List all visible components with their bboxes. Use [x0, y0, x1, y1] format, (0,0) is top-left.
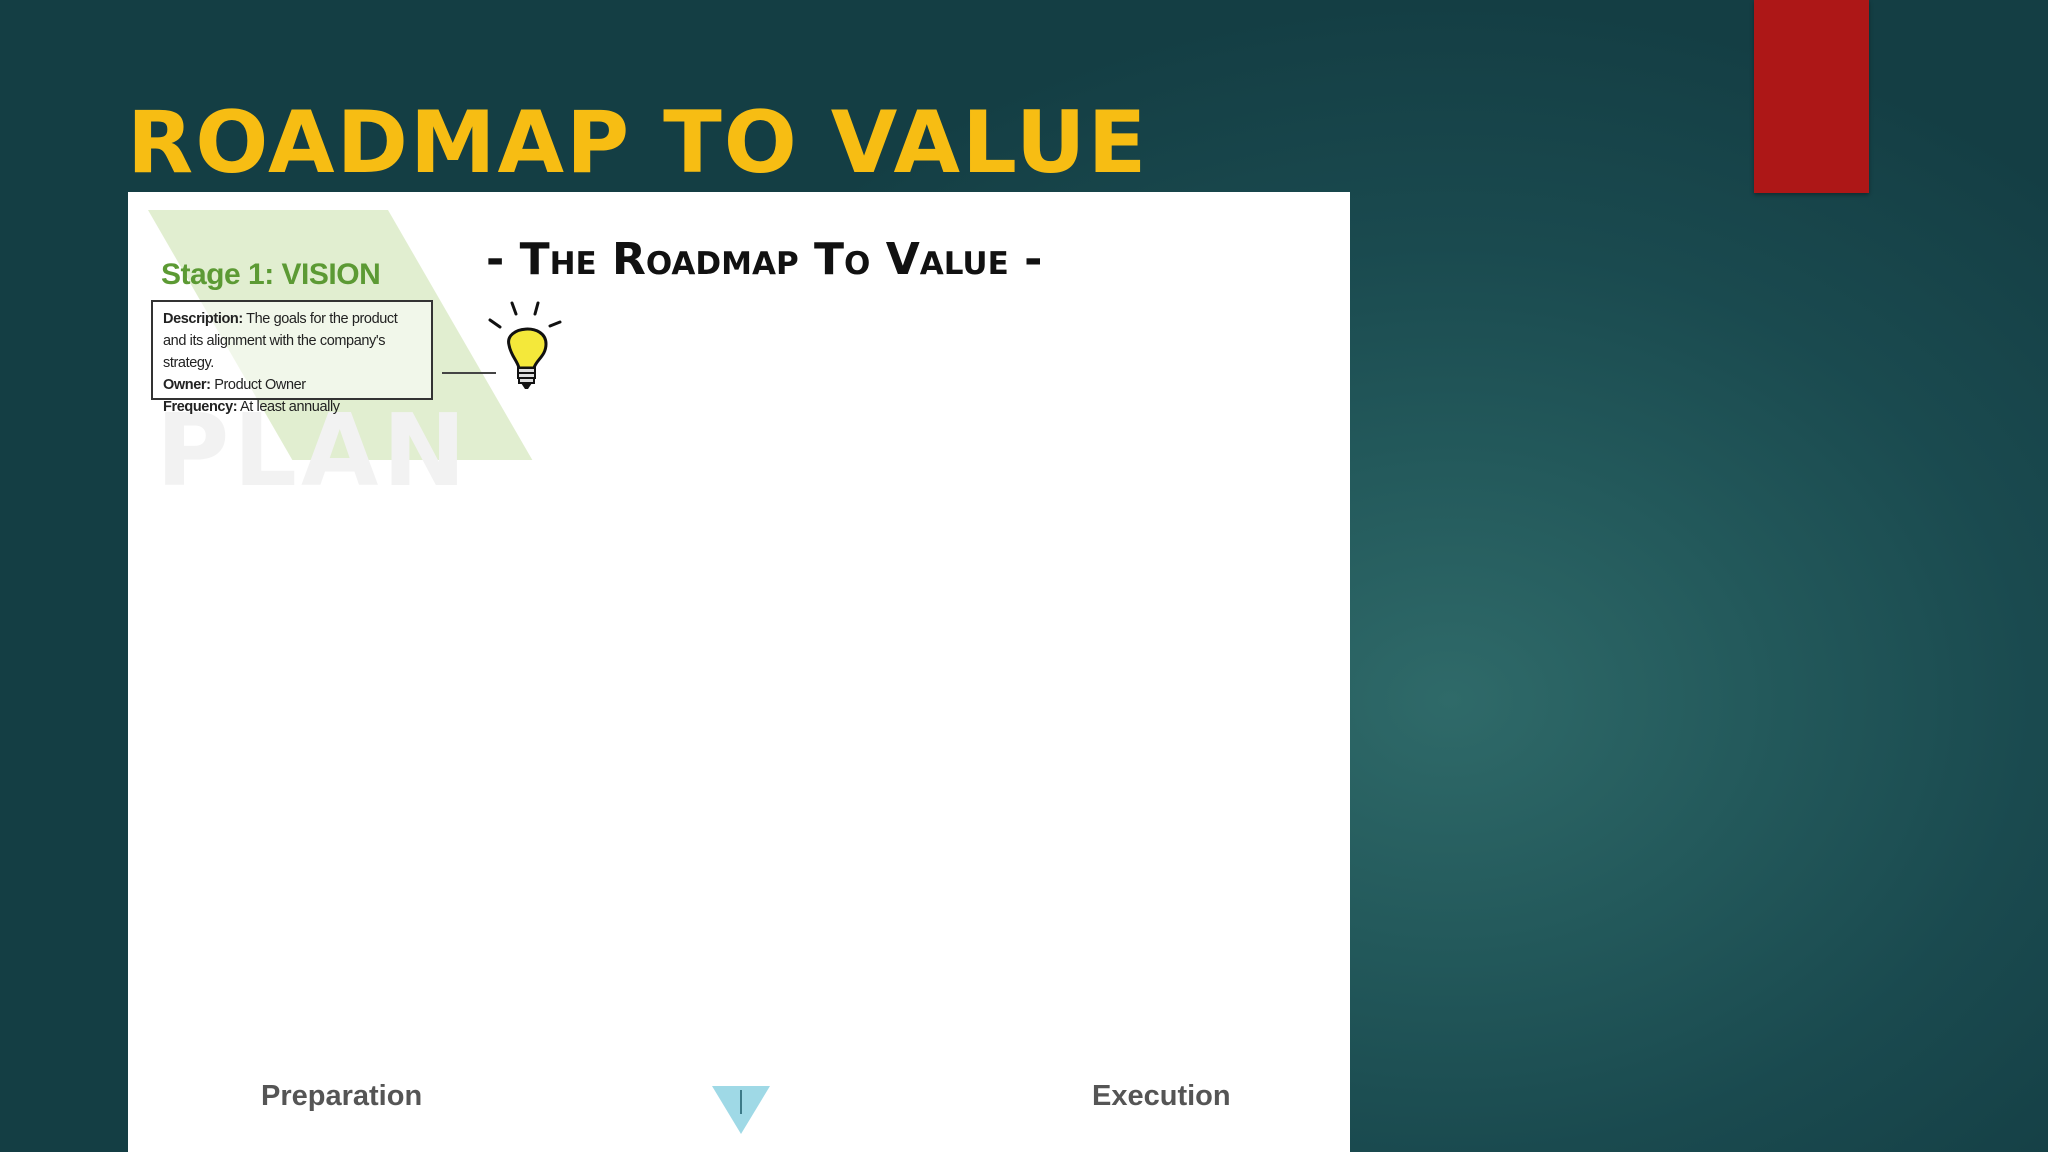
- accent-tab: [1754, 0, 1869, 193]
- frequency-label: Frequency:: [163, 399, 238, 415]
- owner-label: Owner:: [163, 377, 211, 393]
- description-line: Description: The goals for the product a…: [163, 308, 421, 374]
- diagram-heading-text: - The Roadmap To Value -: [486, 234, 1043, 285]
- description-label: Description:: [163, 311, 243, 327]
- roadmap-diagram: PLAN - The Roadmap To Value - Stage 1: V…: [128, 192, 1350, 1152]
- phase-execution: Execution: [1092, 1080, 1231, 1112]
- stage-description-box: Description: The goals for the product a…: [151, 300, 433, 415]
- owner-text: Product Owner: [214, 377, 306, 393]
- frequency-line: Frequency: At least annually: [163, 396, 421, 418]
- slide-title: ROADMAP TO VALUE: [127, 93, 1149, 193]
- lightbulb-icon: [488, 301, 562, 389]
- description-text: The goals for the product and its alignm…: [163, 311, 398, 371]
- frequency-text: At least annually: [240, 399, 340, 415]
- owner-line: Owner: Product Owner: [163, 374, 421, 396]
- watermark-text: PLAN: [156, 392, 471, 509]
- connector-line: [442, 372, 496, 374]
- stage-title: Stage 1: VISION: [161, 258, 381, 291]
- down-arrow-icon: [712, 1086, 770, 1134]
- phase-preparation: Preparation: [261, 1080, 423, 1112]
- diagram-heading: - The Roadmap To Value -: [486, 234, 1066, 285]
